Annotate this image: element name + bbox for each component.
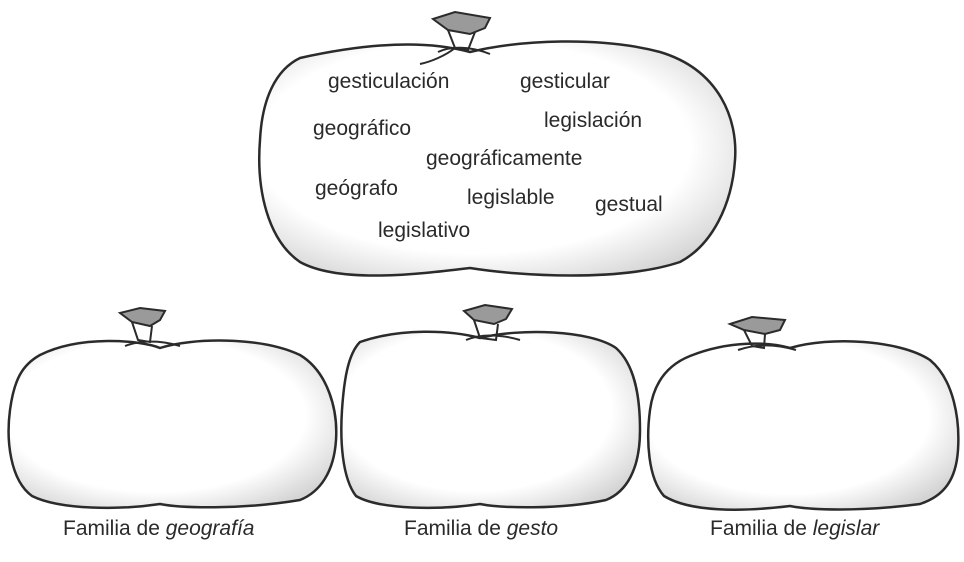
- word-legislativo: legislativo: [378, 219, 471, 242]
- caption-familia-gesto: Familia de gesto: [404, 518, 558, 539]
- caption-prefix: Familia de: [404, 517, 501, 540]
- word-legislable: legislable: [467, 186, 555, 209]
- word-geograficamente: geográficamente: [426, 147, 583, 170]
- family-bag-gesto-knot: [461, 303, 514, 326]
- family-bag-geografia-body: [7, 339, 338, 510]
- family-bag-legislar-neck: [737, 329, 797, 351]
- caption-word: geografía: [165, 517, 255, 540]
- source-bag-knot: [430, 10, 492, 36]
- family-bag-geografia: [7, 306, 338, 510]
- source-bag: [258, 10, 737, 277]
- family-bag-gesto: [340, 303, 642, 510]
- caption-familia-geografia: Familia de geografía: [63, 518, 254, 539]
- source-bag-neck: [419, 29, 491, 65]
- family-bag-legislar: [646, 315, 960, 511]
- family-bag-gesto-neck: [465, 319, 521, 342]
- family-bag-gesto-body: [340, 330, 642, 510]
- family-bag-geografia-knot: [117, 306, 167, 328]
- caption-word: gesto: [506, 517, 559, 540]
- caption-prefix: Familia de: [710, 517, 807, 540]
- word-gesticular: gesticular: [520, 70, 610, 93]
- word-legislacion: legislación: [544, 109, 643, 132]
- word-gesticulacion: gesticulación: [328, 70, 450, 93]
- family-bag-legislar-knot: [727, 315, 787, 336]
- word-gestual: gestual: [595, 193, 663, 216]
- word-geografo: geógrafo: [315, 177, 398, 200]
- family-bag-legislar-body: [646, 340, 960, 511]
- family-bag-geografia-neck: [124, 321, 181, 347]
- caption-prefix: Familia de: [63, 517, 160, 540]
- source-bag-body: [258, 40, 737, 277]
- caption-familia-legislar: Familia de legislar: [710, 518, 879, 539]
- word-geografico: geográfico: [313, 117, 412, 140]
- caption-word: legislar: [812, 517, 880, 540]
